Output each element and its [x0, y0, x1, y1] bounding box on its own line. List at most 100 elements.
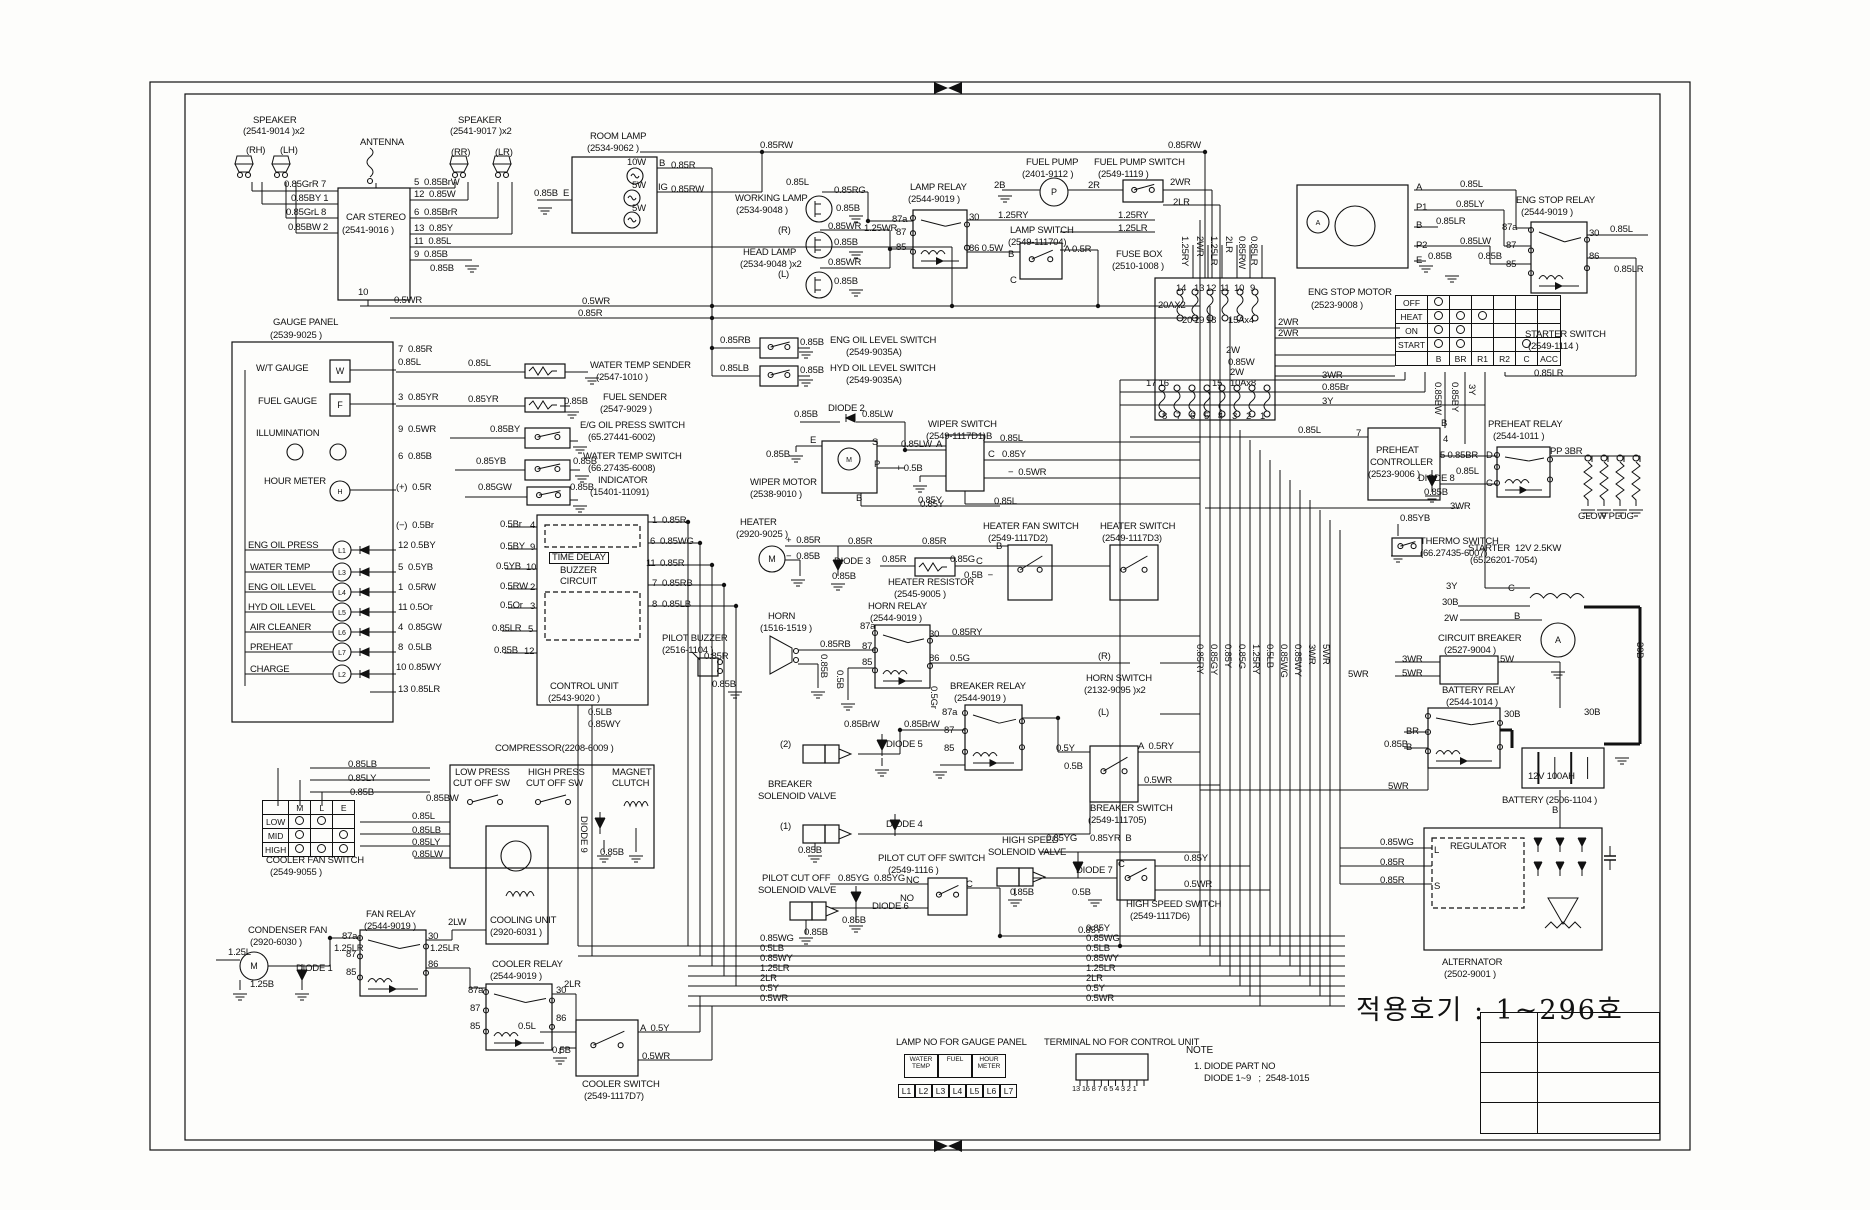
wire-label: 15: [1212, 378, 1223, 389]
wire-label: 86: [1589, 251, 1600, 262]
wire-label: (2510-1008 ): [1112, 261, 1164, 272]
lamp-strip-cell: L3: [932, 1084, 949, 1098]
switch-pin: [496, 798, 504, 806]
switch-pin: [1047, 256, 1054, 263]
antenna-terminal: [366, 177, 374, 185]
component-label: HOUR METER: [264, 476, 326, 487]
wire-label: 1.25LR: [430, 943, 460, 954]
wire-label: (2539-9025 ): [270, 330, 322, 341]
speaker-terminal: [502, 171, 510, 179]
component-label: (L): [778, 269, 790, 280]
component-label: 30B: [1442, 597, 1459, 608]
component-box: [485, 825, 549, 945]
diode-fill: [360, 608, 369, 616]
relay-pin: [1493, 479, 1501, 487]
wire-label: 12: [524, 646, 535, 657]
component-label: SPEAKER: [458, 115, 502, 126]
wire-label: 2: [1246, 411, 1252, 422]
cut-mark-icon: [934, 82, 962, 94]
wire-label: COMPRESSOR(2208-6009 ): [495, 743, 614, 754]
connector-box: [1075, 1053, 1149, 1081]
diode-fill: [360, 648, 369, 656]
headlamp-filament: [814, 201, 821, 217]
speaker-terminal: [273, 171, 281, 179]
component-letter: L6: [338, 630, 346, 637]
wire-label: 0.85WG: [1086, 933, 1120, 944]
relay-diode: [389, 985, 397, 993]
wire-label: 0.85RB: [820, 639, 851, 650]
wire-label: 0.85B: [1424, 487, 1448, 498]
component-label: 5WR: [1388, 781, 1409, 792]
relay-diode: [898, 677, 907, 685]
component-label: WIPER SWITCH: [928, 419, 997, 430]
wire-label: (2544-9019 ): [364, 921, 416, 932]
component-label: TIME DELAY: [549, 552, 609, 564]
relay-coil: [1538, 275, 1564, 281]
component-circle: [1540, 622, 1576, 658]
component-label: ENG OIL PRESS: [248, 540, 319, 551]
wire-label: 0.85B: [832, 571, 856, 582]
switch-pin: [1120, 566, 1127, 573]
battery-box: [1521, 747, 1605, 789]
fuse-element: [1188, 390, 1196, 412]
switch-lever: [537, 463, 561, 470]
junction-dot: [327, 935, 333, 941]
component-label: 5W: [632, 180, 646, 191]
wire-label: 0.85WG: [760, 933, 794, 944]
switch-lever: [1400, 541, 1416, 547]
relay-box: [359, 929, 427, 997]
glow-plug-resistor: [1615, 461, 1625, 506]
wire-label: (2549-1117D6): [1130, 911, 1190, 922]
lamp-strip-cell: L5: [966, 1084, 983, 1098]
junction-dot: [1095, 303, 1101, 309]
wire-label: 0.85R: [671, 160, 696, 171]
component-label: C: [1010, 275, 1017, 286]
wire-label: − 0.5WR: [1008, 467, 1047, 478]
wire-label: 0.85B: [600, 847, 624, 858]
gauge-letter: F: [337, 400, 343, 410]
component-label: 15Ax4: [1228, 315, 1254, 326]
switch-box: [927, 877, 968, 916]
wire-label: (2920-6031 ): [490, 927, 542, 938]
component-label: WATER TEMP: [250, 562, 311, 573]
component-label: B: [1416, 220, 1423, 231]
switch-pin: [590, 1042, 597, 1049]
wire-label: 0.85BW 2: [288, 222, 329, 233]
lamp-filament: [630, 173, 640, 179]
wire-label: DIODE 7: [1076, 865, 1113, 876]
wire-label: 1.25LR: [1118, 223, 1148, 234]
component-label: HEATER RESISTOR: [888, 577, 974, 588]
wire-label: (2527-9004 ): [1444, 645, 1496, 656]
component-label: MAGNET: [612, 767, 652, 778]
component-label: SOLENOID VALVE: [758, 885, 837, 896]
switch-pin: [1141, 874, 1148, 882]
component-label: 5W: [1500, 654, 1514, 665]
wire-label: 85: [862, 657, 873, 668]
wire-label: 0.85B: [350, 787, 374, 798]
junction-dot: [709, 562, 715, 568]
switch-lever: [1127, 867, 1147, 879]
wire-label: 0.85WG: [1380, 837, 1414, 848]
glow-plug-resistor: [1599, 461, 1609, 506]
wire-label: 0.85LR: [1436, 216, 1466, 227]
component-letter: M: [768, 554, 776, 564]
component-label: BR: [1406, 726, 1419, 737]
component-label: 5WR: [1348, 669, 1369, 680]
terminal-no-heading: TERMINAL NO FOR CONTROL UNIT: [1044, 1037, 1200, 1048]
component-label: HEATER SWITCH: [1100, 521, 1176, 532]
component-label: GAUGE PANEL: [273, 317, 339, 328]
component-label: P2: [1416, 240, 1428, 251]
wire-label: 0.85L: [1456, 466, 1479, 477]
relay-contact: [999, 718, 1017, 724]
valve-port: [838, 748, 853, 760]
wire-label: 18: [1206, 315, 1217, 326]
component-label: PREHEAT RELAY: [1488, 419, 1563, 430]
resistor-box: [524, 363, 566, 379]
junction-dot: [721, 582, 727, 588]
wire-label: 86 0.5W: [969, 243, 1003, 254]
wire-label: 0.85WR: [828, 257, 862, 268]
wire-label: 0.85WY: [588, 719, 621, 730]
component-label: HYD OIL LEVEL: [248, 602, 316, 613]
component-label: B: [1008, 249, 1015, 260]
switch-lever: [471, 794, 499, 803]
